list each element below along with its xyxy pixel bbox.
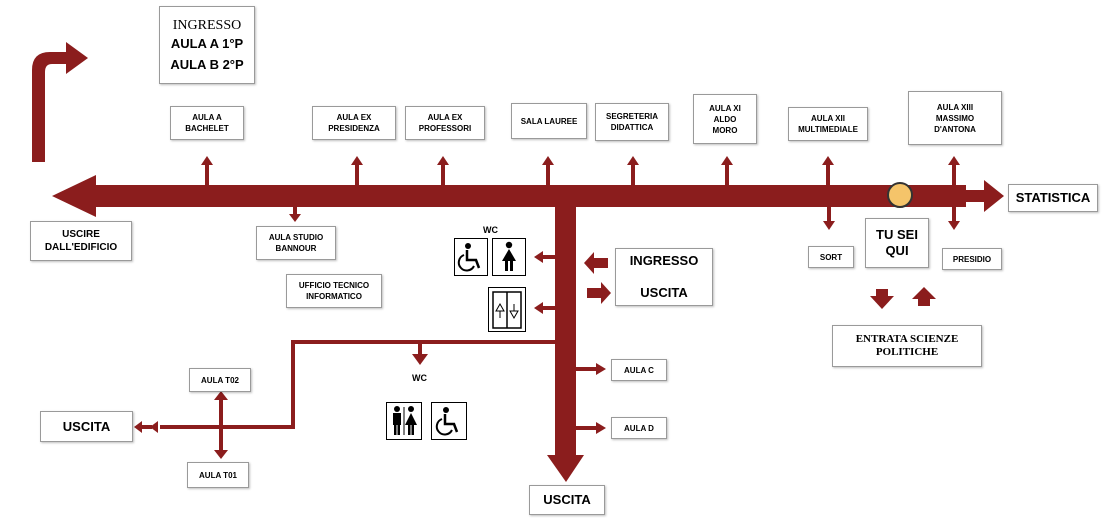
exit-building-box: USCIRE DALL'EDIFICIO [30,221,132,261]
room-aula-xiii: AULA XIII MASSIMO D'ANTONA [908,91,1002,145]
entrata-scienze-politiche-box: ENTRATA SCIENZE POLITICHE [832,325,982,367]
room-aula-ex-presidenza: AULA EX PRESIDENZA [312,106,396,140]
room-aula-t01: AULA T01 [187,462,249,488]
room-aula-xii: AULA XII MULTIMEDIALE [788,107,868,141]
you-are-here-box: TU SEI QUI [865,218,929,268]
room-aula-studio: AULA STUDIO BANNOUR [256,226,336,260]
room-aula-xi: AULA XI ALDO MORO [693,94,757,144]
statistica-box: STATISTICA [1008,184,1098,212]
room-aula-c: AULA C [611,359,667,381]
exit-left-box: USCITA [40,411,133,442]
vertical-corridor [555,207,576,455]
room-aula-ex-professori: AULA EX PROFESSORI [405,106,485,140]
ingresso-label: INGRESSO [172,18,242,33]
wc-label-bottom: WC [412,373,427,383]
room-segreteria-didattica: SEGRETERIA DIDATTICA [595,103,669,141]
room-sala-lauree: SALA LAUREE [511,103,587,139]
curved-arrow-up-right [32,42,88,162]
room-aula-d: AULA D [611,417,667,439]
elevator-icon [488,287,526,332]
wheelchair-icon [454,238,488,276]
ingresso-uscita-box: INGRESSO USCITA [615,248,713,306]
room-sort: SORT [808,246,854,268]
wc-label-top: WC [483,225,498,235]
room-ufficio-tecnico: UFFICIO TECNICO INFORMATICO [286,274,382,308]
main-corridor [96,185,966,207]
woman-icon [492,238,526,276]
room-aula-t02: AULA T02 [189,368,251,392]
you-are-here-marker [887,182,913,208]
room-presidio: PRESIDIO [942,248,1002,270]
room-aula-a-bachelet: AULA A BACHELET [170,106,244,140]
aula-a-1p-label: AULA A 1°P [170,36,244,51]
wheelchair-icon [431,402,467,440]
toilet-man-woman-icon [386,402,422,440]
lower-corridor [293,340,555,344]
exit-bottom-box: USCITA [529,485,605,515]
exit-arrow-left [52,175,96,217]
arrow-to-statistica [984,180,1004,212]
exit-arrow-down [547,455,584,482]
aula-b-2p-label: AULA B 2°P [170,57,244,72]
ingresso-aule-box: INGRESSO AULA A 1°P AULA B 2°P [159,6,255,84]
